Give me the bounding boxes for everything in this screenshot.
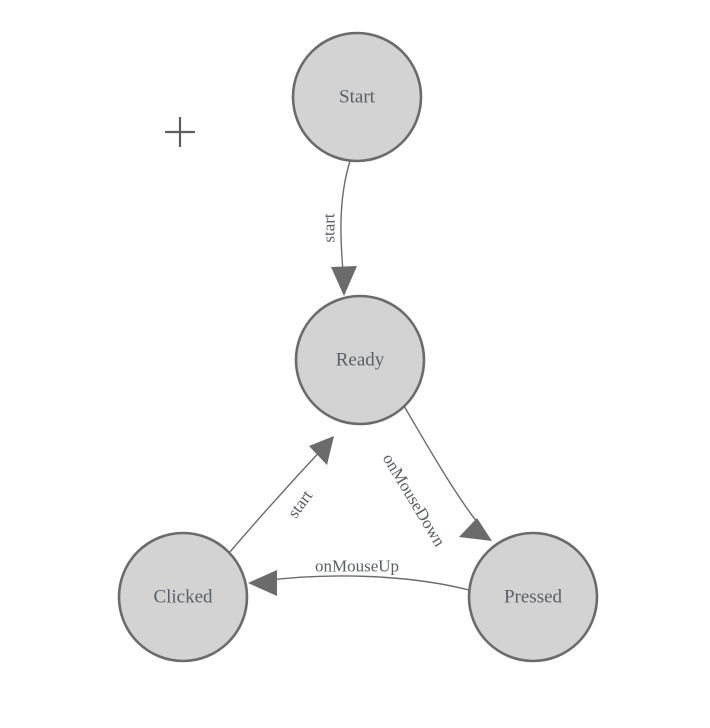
node-label-clicked: Clicked: [153, 587, 213, 608]
node-pressed[interactable]: Pressed: [467, 531, 599, 663]
node-group: Start Ready Clicked Pressed: [117, 31, 599, 663]
arrowhead-icon: [459, 518, 492, 541]
node-circle[interactable]: [467, 531, 599, 663]
node-label-ready: Ready: [336, 350, 385, 371]
edge-line: [261, 575, 470, 591]
node-circle[interactable]: [291, 31, 423, 163]
node-label-start: Start: [339, 87, 376, 108]
node-label-pressed: Pressed: [504, 587, 563, 608]
node-circle[interactable]: [117, 531, 249, 663]
edge-line: [228, 445, 326, 554]
edge-start-to-ready[interactable]: start: [320, 160, 358, 296]
edge-clicked-to-ready[interactable]: start: [228, 436, 334, 554]
edge-label-start-to-ready: start: [320, 213, 339, 243]
arrowhead-icon: [248, 570, 277, 596]
crosshair-icon: [165, 117, 195, 147]
node-circle[interactable]: [294, 294, 426, 426]
node-start[interactable]: Start: [291, 31, 423, 163]
edge-line: [340, 160, 351, 284]
node-ready[interactable]: Ready: [294, 294, 426, 426]
edge-label-pressed-to-clicked: onMouseUp: [315, 557, 399, 576]
arrowhead-icon: [309, 436, 334, 465]
edge-pressed-to-clicked[interactable]: onMouseUp: [248, 557, 470, 597]
arrowhead-icon: [331, 266, 357, 296]
edge-ready-to-pressed[interactable]: onMouseDown: [379, 405, 492, 550]
node-clicked[interactable]: Clicked: [117, 531, 249, 663]
edge-label-clicked-to-ready: start: [284, 486, 317, 521]
edge-line: [403, 405, 485, 532]
